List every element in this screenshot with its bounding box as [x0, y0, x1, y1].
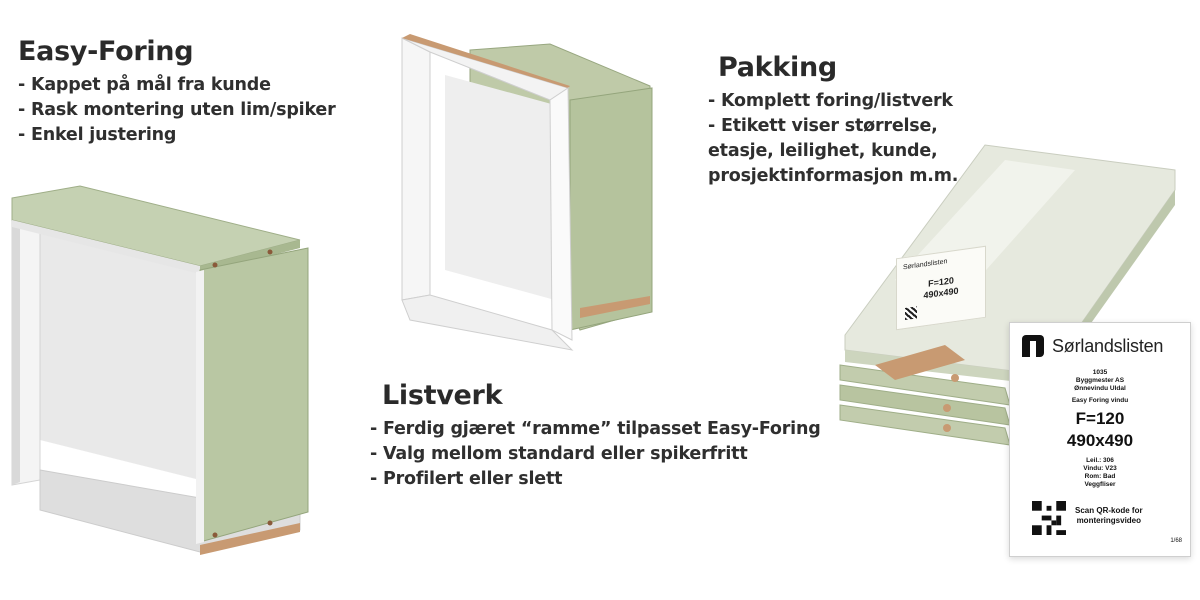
label-size: 490x490: [1066, 431, 1134, 450]
small-package-label: Sørlandslisten F=120 490x490: [896, 245, 986, 331]
listverk-frame-illustration: [401, 34, 653, 351]
pakking-bullet: prosjektinformasjon m.m.: [708, 166, 959, 186]
label-leil: Leil.: 306: [1086, 457, 1114, 464]
label-page-number: 1/68: [1170, 538, 1182, 544]
easy-foring-bullet: - Kappet på mål fra kunde: [18, 75, 271, 95]
easy-foring-box-illustration: [11, 185, 309, 555]
qr-code-icon: [1032, 501, 1066, 535]
easy-foring-bullet: - Enkel justering: [18, 125, 177, 145]
label-f-value: F=120: [1075, 409, 1125, 428]
listverk-section: Listverk - Ferdig gjæret “ramme” tilpass…: [370, 380, 821, 492]
pakking-bullet: etasje, leilighet, kunde,: [708, 141, 938, 161]
pakking-bullet: - Etikett viser størrelse,: [708, 116, 938, 136]
easy-foring-section: Easy-Foring - Kappet på mål fra kunde - …: [18, 36, 336, 148]
label-rom: Rom: Bad: [1084, 473, 1116, 480]
label-product-line: Ønnevindu Uldal: [1074, 385, 1126, 392]
label-product-type: Easy Foring vindu: [1071, 397, 1129, 404]
label-scan-line-1: Scan QR-kode for: [1075, 506, 1143, 515]
pakking-bullets: - Komplett foring/listverk - Etikett vis…: [708, 89, 958, 189]
small-qr-icon: [905, 306, 917, 321]
easy-foring-bullet: - Rask montering uten lim/spiker: [18, 100, 336, 120]
small-label-brand: Sørlandslisten: [903, 258, 948, 272]
label-order-no: 1035: [1092, 369, 1108, 376]
label-surface: Veggfliser: [1084, 481, 1116, 488]
product-label-card: Sørlandslisten 1035 Byggmester AS Ønnevi…: [1009, 322, 1191, 557]
label-customer: Byggmester AS: [1075, 377, 1125, 384]
pakking-section: Pakking - Komplett foring/listverk - Eti…: [708, 52, 958, 189]
pakking-bullet: - Komplett foring/listverk: [708, 91, 953, 111]
label-brand-name: Sørlandslisten: [1052, 335, 1164, 356]
listverk-title: Listverk: [382, 380, 503, 411]
label-scan-line-2: monteringsvideo: [1076, 516, 1142, 525]
pakking-title: Pakking: [718, 52, 837, 83]
label-brand: Sørlandslisten: [1022, 335, 1163, 357]
listverk-bullet: - Profilert eller slett: [370, 469, 563, 489]
listverk-bullets: - Ferdig gjæret “ramme” tilpasset Easy-F…: [370, 417, 821, 492]
label-scan-text: Scan QR-kode for monteringsvideo: [1075, 506, 1143, 526]
easy-foring-title: Easy-Foring: [18, 36, 194, 67]
label-vindu: Vindu: V23: [1083, 465, 1117, 472]
listverk-bullet: - Valg mellom standard eller spikerfritt: [370, 444, 748, 464]
easy-foring-bullets: - Kappet på mål fra kunde - Rask monteri…: [18, 73, 336, 148]
brand-logo-icon: [1022, 335, 1044, 357]
listverk-bullet: - Ferdig gjæret “ramme” tilpasset Easy-F…: [370, 419, 821, 439]
